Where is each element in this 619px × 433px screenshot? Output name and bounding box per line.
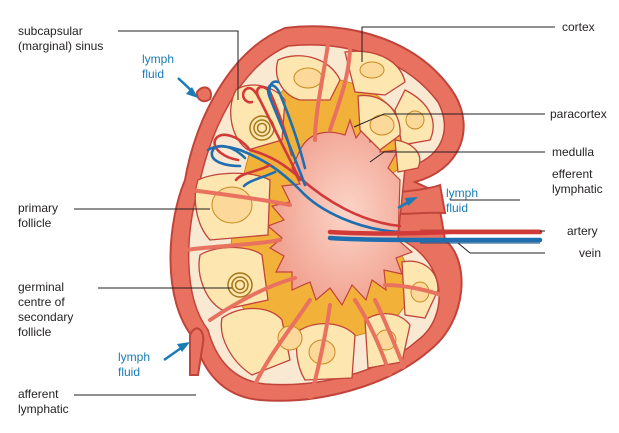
label-artery: artery [567, 224, 598, 238]
label-afferent-lymphatic: afferent lymphatic [18, 387, 69, 416]
label-primary-follicle: primary follicle [18, 201, 59, 230]
vein-vessel [327, 235, 543, 243]
afferent-vessel-top [195, 86, 212, 103]
label-germinal-centre: germinal centre of secondary follicle [18, 280, 74, 339]
label-vein: vein [579, 246, 602, 260]
label-paracortex: paracortex [550, 107, 607, 121]
vessel-network [206, 80, 402, 234]
efferent-vessel [399, 183, 447, 216]
label-cortex: cortex [562, 20, 595, 34]
artery-vessel [327, 229, 543, 236]
trabeculae [183, 28, 457, 401]
label-lymph-fluid-top: lymph fluid [142, 52, 175, 81]
label-efferent-lymphatic: efferent lymphatic [552, 167, 603, 196]
label-subcapsular-sinus: subcapsular (marginal) sinus [18, 24, 104, 53]
label-lymph-fluid-right: lymph fluid [446, 186, 479, 215]
label-lymph-fluid-bottom: lymph fluid [118, 350, 151, 379]
label-medulla: medulla [552, 145, 595, 159]
leader-lines [74, 26, 555, 396]
afferent-vessel-bottom [189, 327, 205, 376]
lymph-flow-arrows [163, 77, 418, 362]
